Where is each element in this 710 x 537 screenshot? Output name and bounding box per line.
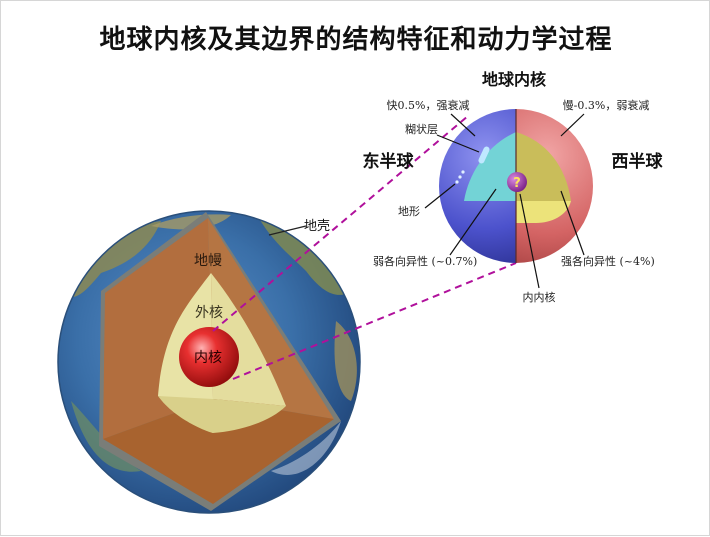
question-mark-icon: ? <box>513 176 521 191</box>
mushy-layer-label: 糊状层 <box>405 122 438 136</box>
innermost-core-leader <box>519 193 540 289</box>
mushy-layer-leader <box>436 134 480 153</box>
inner-core <box>179 327 239 387</box>
topography-dot <box>461 170 465 174</box>
innermost-core <box>507 172 527 192</box>
mantle-bottom-face <box>103 399 334 504</box>
inset-title: 地球内核 <box>482 70 546 89</box>
east-cut-face <box>464 132 516 201</box>
west-cut-face-lower <box>516 201 571 223</box>
connector-upper <box>212 115 469 332</box>
strong-anisotropy-leader <box>560 190 585 256</box>
topography-dot <box>458 175 462 179</box>
outer-core-bottom <box>158 396 286 433</box>
topography-dot <box>455 180 459 184</box>
crust-label: 地壳 <box>304 219 330 234</box>
mantle-label: 地幔 <box>194 253 222 269</box>
strong-anisotropy-label: 强各向异性 (~4%) <box>561 254 655 268</box>
west-hemisphere-label: 西半球 <box>612 151 664 172</box>
crust-leader-line <box>268 225 307 236</box>
inner-core-label: 内核 <box>194 350 222 366</box>
east-hemisphere-label: 东半球 <box>363 151 415 172</box>
east-top-label: 快0.5%，强衰减 <box>387 98 470 112</box>
west-top-label: 慢-0.3%，弱衰减 <box>563 98 650 112</box>
topography-label: 地形 <box>398 205 420 218</box>
mushy-layer-mark <box>478 146 490 164</box>
weak-anisotropy-label: 弱各向异性 (~0.7%) <box>373 254 477 268</box>
earth-cutaway <box>99 212 341 511</box>
weak-anisotropy-leader <box>449 188 497 256</box>
west-top-leader <box>560 113 585 137</box>
page-title: 地球内核及其边界的结构特征和动力学过程 <box>99 25 613 55</box>
innermost-core-label: 内内核 <box>523 290 556 304</box>
west-cut-face-upper <box>516 132 571 201</box>
connector-lower <box>232 262 517 380</box>
topography-leader <box>424 183 456 209</box>
inset-inner-core-diagram: ? <box>439 109 593 263</box>
outer-core-label: 外核 <box>195 305 223 321</box>
east-top-leader <box>450 113 476 137</box>
